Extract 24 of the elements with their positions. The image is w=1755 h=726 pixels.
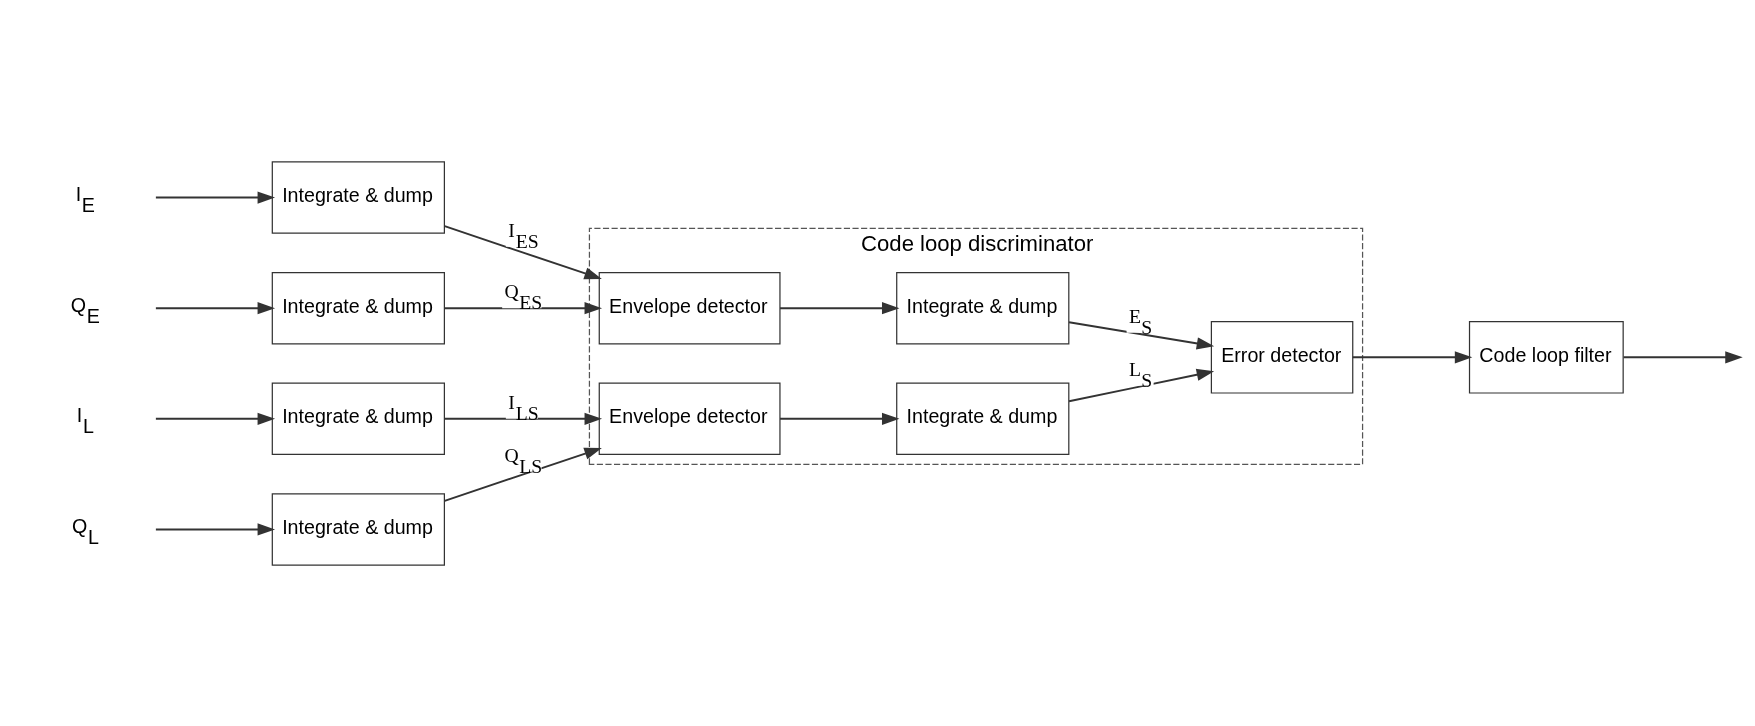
arrow [443,224,602,279]
node-box: Integrate & dump [896,271,1070,344]
node-box: Code loop filter [1468,320,1624,394]
node-box: Integrate & dump [271,492,445,566]
arrow [443,301,603,314]
arrow [1351,350,1473,363]
arrow [154,412,276,425]
arrow [1068,368,1215,402]
node-box: Integrate & dump [271,271,445,344]
node-box: Integrate & dump [271,160,445,234]
arrow [1068,320,1215,349]
arrow [443,412,603,425]
node-box: Error detector [1210,320,1354,394]
node-box: Envelope detector [598,271,781,344]
node-box: Integrate & dump [896,382,1070,455]
arrow [779,412,900,425]
arrow [154,301,276,314]
arrow [1622,350,1743,363]
node-box: Integrate & dump [271,382,445,455]
arrow [154,190,276,204]
arrow [779,301,900,314]
node-box: Envelope detector [598,382,781,455]
arrow [154,522,276,536]
arrow [443,447,602,502]
